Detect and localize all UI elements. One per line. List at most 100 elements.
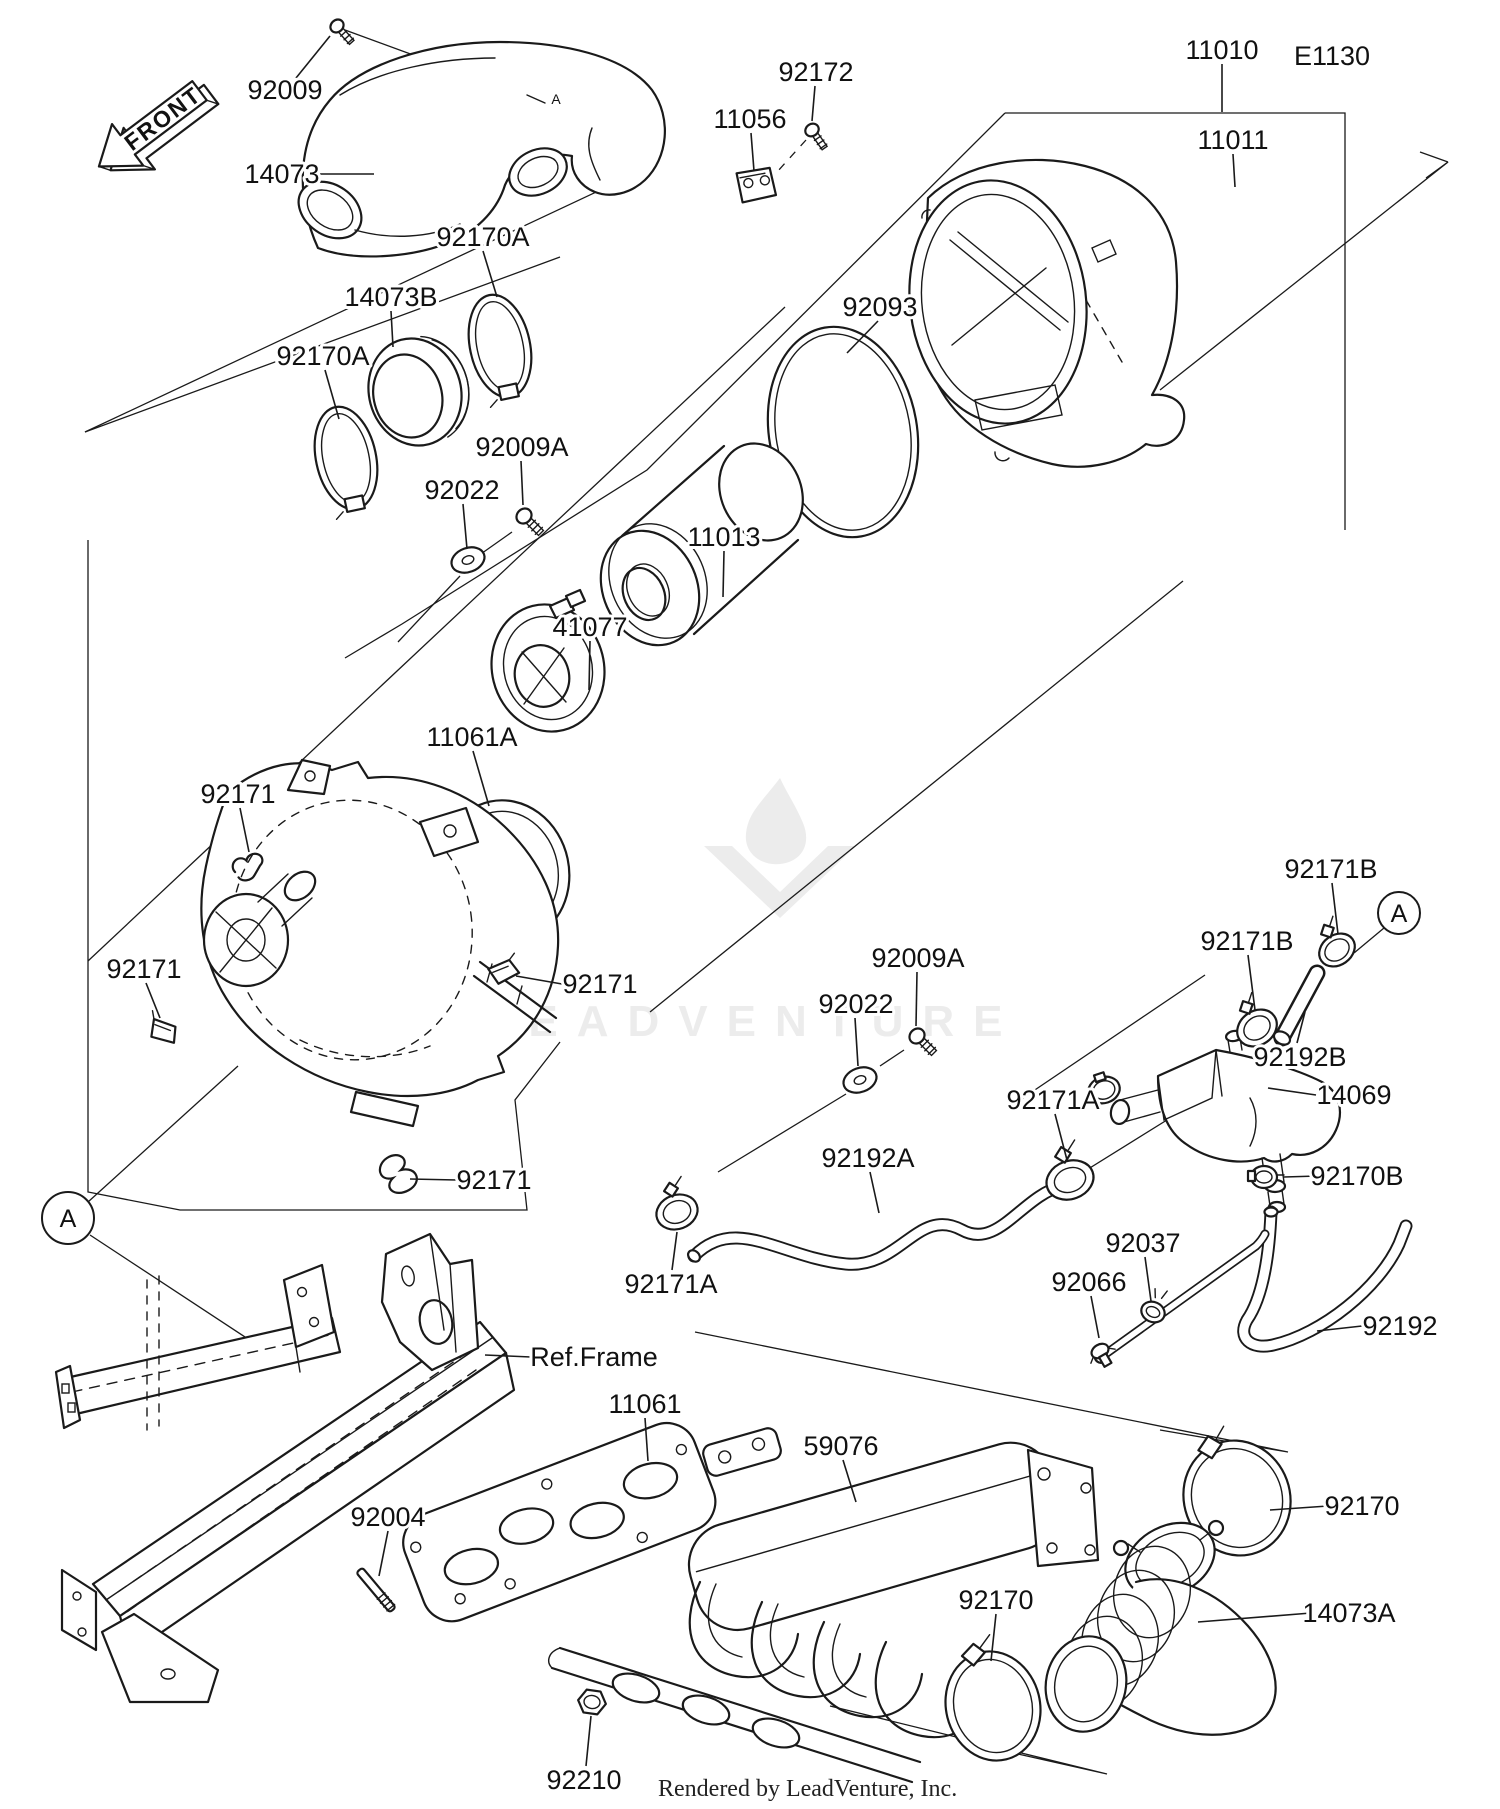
leader-line: [239, 807, 250, 853]
detail-marker-circle-A-left: [41, 1191, 95, 1245]
watermark: LEADVENTURE: [482, 778, 1021, 1046]
part-label-92192B: 92192B: [1253, 1042, 1346, 1072]
construction-line: [829, 1705, 1108, 1775]
leader-line: [854, 1017, 859, 1067]
filter-element-11013-drawing: [599, 442, 804, 647]
boot-14073b-drawing: [367, 335, 470, 447]
part-label-92004: 92004: [350, 1502, 425, 1532]
detail-marker-label-A-left: A: [60, 1205, 77, 1233]
part-label-92170-1: 92170: [1324, 1491, 1399, 1521]
construction-line: [87, 306, 786, 962]
hose-92192a-drawing: [686, 1173, 1091, 1271]
leader-line: [915, 971, 918, 1027]
part-label-92037: 92037: [1105, 1228, 1180, 1258]
watermark-v-icon: [704, 846, 856, 918]
leader-lines-layer: [145, 35, 1363, 1767]
stud-92004-drawing: [356, 1567, 396, 1613]
part-label-11013: 11013: [687, 522, 760, 552]
leader-line: [1269, 1505, 1329, 1511]
footer-credit: Rendered by LeadVenture, Inc.: [658, 1776, 957, 1802]
watermark-text: LEADVENTURE: [482, 997, 1021, 1046]
part-label-92170A-1: 92170A: [436, 222, 529, 252]
construction-line: [87, 540, 561, 1211]
part-label-92171-1: 92171: [200, 779, 275, 809]
construction-line: [84, 162, 659, 433]
part-label-92172: 92172: [778, 57, 853, 87]
part-label-14069: 14069: [1316, 1080, 1391, 1110]
construction-line: [84, 256, 561, 433]
leader-line: [482, 250, 498, 298]
construction-line: [1005, 112, 1346, 530]
leader-line: [1296, 1011, 1306, 1044]
leader-line: [1197, 1612, 1312, 1623]
leader-line: [324, 369, 340, 420]
clamp-92037-drawing: [1140, 1287, 1168, 1324]
clamp-92170a-1-drawing: [467, 293, 533, 409]
screw-92009-drawing: [329, 18, 355, 46]
part-label-92192A: 92192A: [821, 1143, 914, 1173]
parts-layer: FRONT A: [54, 18, 1413, 1784]
construction-line: [649, 580, 1184, 1013]
part-label-92022-1: 92022: [424, 475, 499, 505]
part-label-14073B: 14073B: [344, 282, 437, 312]
part-label-92009A-1: 92009A: [475, 432, 568, 462]
leader-line: [515, 975, 563, 985]
clamp-92171b-2-drawing: [1236, 991, 1278, 1048]
clip-92171-4-drawing: [378, 1154, 418, 1194]
construction-line: [1159, 161, 1449, 391]
construction-line: [1019, 974, 1206, 1101]
part-label-92171B-2: 92171B: [1200, 926, 1293, 956]
leader-line: [484, 1354, 532, 1358]
clamp-92171a-1-drawing: [1045, 1139, 1095, 1201]
part-label-92192: 92192: [1362, 1311, 1437, 1341]
filter-holder-41077-drawing: [490, 588, 606, 733]
clamp-92171b-1-drawing: [1318, 915, 1356, 968]
part-label-14073A: 14073A: [1302, 1598, 1395, 1628]
leader-line: [1144, 1256, 1152, 1302]
part-label-92170-2: 92170: [958, 1585, 1033, 1615]
part-label-92170A-2: 92170A: [276, 341, 369, 371]
leader-line: [472, 750, 490, 807]
leader-line: [390, 310, 394, 348]
part-label-92171B-1: 92171B: [1284, 854, 1377, 884]
clamp-92170-2-drawing: [944, 1633, 1042, 1762]
leader-line: [750, 132, 755, 172]
part-label-11061: 11061: [608, 1389, 681, 1419]
leader-line: [869, 1171, 880, 1214]
screw-92009a-2-drawing: [908, 1027, 938, 1057]
clamp-92170a-2-drawing: [313, 405, 379, 521]
washer-92022-2-drawing: [842, 1066, 878, 1094]
leader-line: [378, 1530, 389, 1577]
part-label-92171-4: 92171: [456, 1165, 531, 1195]
leader-line: [1331, 882, 1339, 935]
part-label-92171A-2: 92171A: [624, 1269, 717, 1299]
leader-line: [990, 1613, 997, 1662]
hose-92192-drawing: [1237, 1205, 1413, 1353]
construction-line: [694, 1331, 1289, 1453]
construction-line: [879, 1049, 905, 1067]
leader-line: [722, 550, 725, 598]
part-label-E1130: E1130: [1294, 41, 1370, 71]
part-label-11061A: 11061A: [426, 722, 517, 752]
part-label-11010: 11010: [1185, 35, 1258, 65]
washer-92022-1-drawing: [450, 546, 486, 574]
screw-92009a-1-drawing: [515, 507, 545, 537]
construction-line: [1425, 161, 1449, 179]
part-label-92171-2: 92171: [106, 954, 181, 984]
construction-line: [717, 1093, 847, 1173]
leader-line: [585, 1715, 592, 1767]
leader-line: [1267, 1087, 1317, 1096]
part-label-92171-3: 92171: [562, 969, 637, 999]
leader-line: [644, 1417, 649, 1462]
part-labels-layer: 920091407392170A14073B92170A92009A920221…: [103, 32, 1440, 1798]
leader-line: [295, 35, 331, 79]
construction-line: [776, 139, 807, 173]
duct-14073a-drawing: [1044, 1519, 1277, 1736]
air-cleaner-housing-drawing: [908, 158, 1186, 468]
frame-drawing: [54, 1232, 516, 1704]
leader-line: [1090, 1295, 1100, 1339]
leader-line: [1247, 954, 1256, 1011]
front-arrow-marker: FRONT: [97, 80, 220, 172]
leader-line: [145, 982, 161, 1019]
